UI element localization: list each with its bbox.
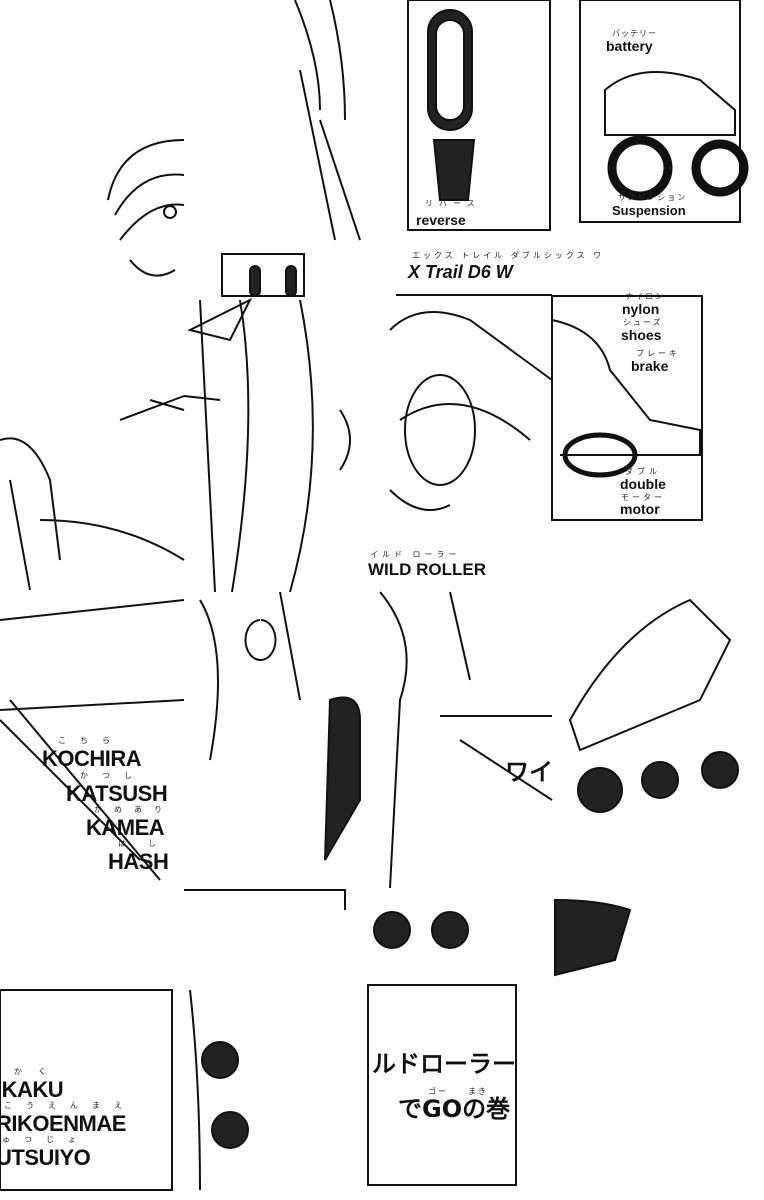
title-ruby: かつし [80, 771, 146, 780]
episode-title-line1: ルドローラー [372, 1050, 516, 1078]
title-line: RIKOENMAE [0, 1111, 126, 1136]
title-ruby: こうえんまえ [4, 1101, 136, 1110]
title-ruby: こちら [58, 736, 124, 745]
wild-roller-label: WILD ROLLER [368, 560, 487, 579]
title-ruby: ゅつじょ [2, 1135, 90, 1144]
double-ruby: ダブル [625, 467, 661, 476]
double-label: double [620, 476, 666, 492]
motor-label: motor [620, 501, 660, 517]
episode-title-line2: でGOの巻 [398, 1095, 511, 1123]
suspension-ruby: サスペンション [618, 193, 688, 202]
title-line: IKAKU [0, 1077, 64, 1102]
title-line: KOCHIRA [42, 746, 142, 771]
suspension-label: Suspension [612, 203, 686, 218]
battery-ruby: バッテリー [612, 29, 657, 38]
title-ruby: かく [14, 1067, 62, 1076]
battery-label: battery [606, 38, 653, 54]
reverse-ruby: リバース [425, 199, 481, 208]
shoes-label: shoes [621, 327, 662, 343]
motor-ruby: モーター [621, 493, 665, 502]
xtrail-ruby: エックス トレイル ダブルシックス ワ [412, 251, 605, 260]
xtrail-label: X Trail D6 W [408, 262, 513, 282]
brake-label: brake [631, 358, 669, 374]
title-line: HASH [108, 849, 169, 874]
shoes-ruby: シューズ [623, 318, 663, 327]
title-ruby: はし [118, 839, 178, 848]
title-ruby: かめあり [94, 805, 174, 814]
title-line: UTSUIYO [0, 1145, 91, 1170]
title-line: KAMEA [86, 815, 165, 840]
nylon-ruby: ナイロン [625, 292, 665, 301]
wai-text: ワイ [505, 758, 553, 786]
reverse-label: reverse [416, 212, 466, 228]
nylon-label: nylon [622, 301, 660, 317]
episode-title-ruby: ゴー まき [428, 1087, 488, 1096]
title-line: KATSUSH [66, 781, 168, 806]
wild-ruby: イルド ローラー [370, 550, 461, 559]
brake-ruby: ブレーキ [636, 349, 680, 358]
